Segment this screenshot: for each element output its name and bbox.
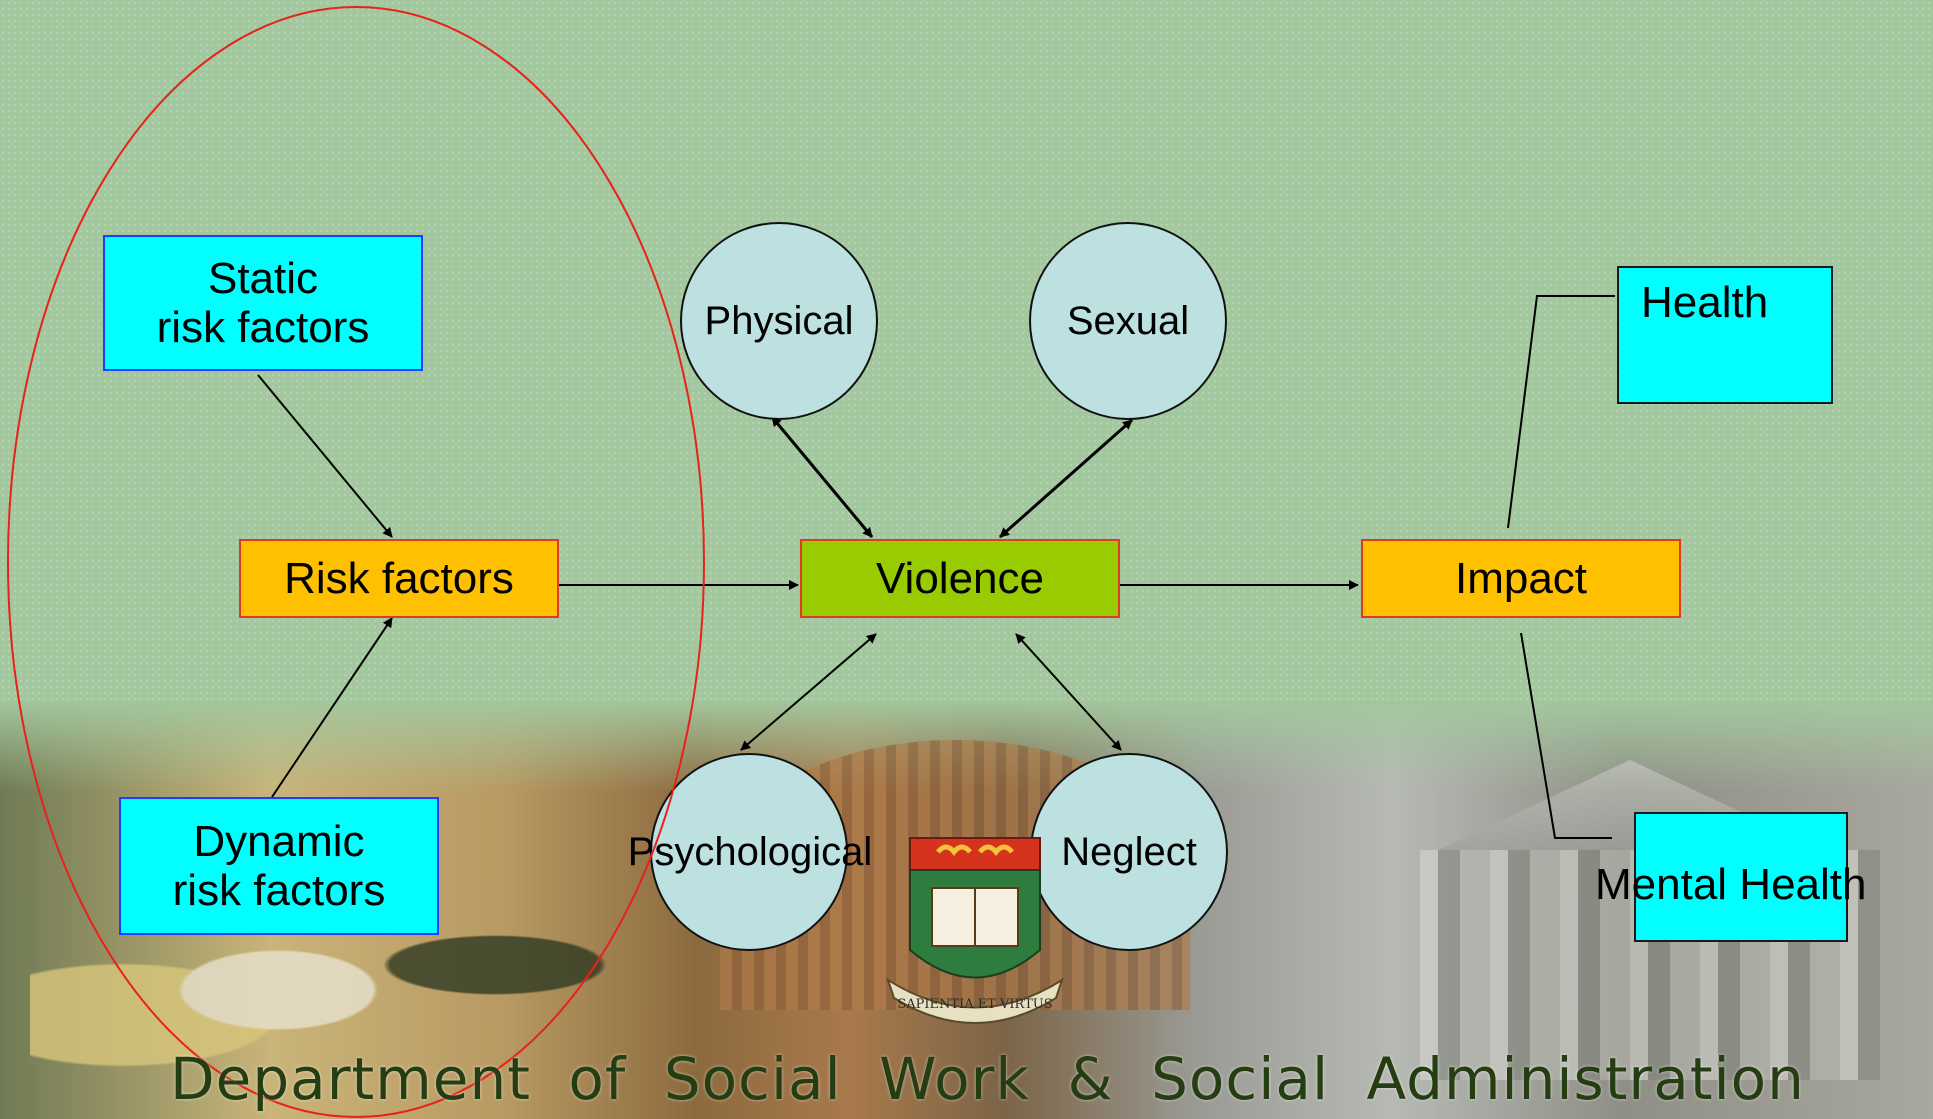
- connector-impact-mental-health: [1520, 632, 1612, 839]
- impact-box: Impact: [1361, 539, 1681, 618]
- mental-health-box: [1634, 812, 1848, 942]
- violence-box: Violence: [800, 539, 1120, 618]
- university-crest: SAPIENTIA ET VIRTUS: [886, 837, 1064, 1024]
- connector-impact-health: [1507, 295, 1615, 529]
- static-risk-factors-box: Static risk factors: [103, 235, 423, 371]
- health-box: Health: [1617, 266, 1833, 404]
- arrow-violence-neglect: [1015, 633, 1122, 751]
- arrow-violence-physical: [770, 416, 874, 538]
- risk-factors-box: Risk factors: [239, 539, 559, 618]
- psychological-label: Psychological: [627, 829, 873, 874]
- arrow-violence-psychological: [740, 633, 877, 751]
- physical-circle: Physical: [680, 222, 878, 420]
- arrow-dynamic-to-risk: [271, 617, 393, 798]
- crest-motto: SAPIENTIA ET VIRTUS: [897, 997, 1052, 1012]
- sexual-circle: Sexual: [1029, 222, 1227, 420]
- mental-health-label: Mental Health: [1595, 860, 1867, 910]
- department-footer: Department of Social Work & Social Admin…: [170, 1045, 1805, 1113]
- arrow-static-to-risk: [257, 374, 393, 538]
- health-label: Health: [1641, 278, 1769, 327]
- dynamic-risk-factors-box: Dynamic risk factors: [119, 797, 439, 935]
- arrow-violence-sexual: [999, 418, 1133, 539]
